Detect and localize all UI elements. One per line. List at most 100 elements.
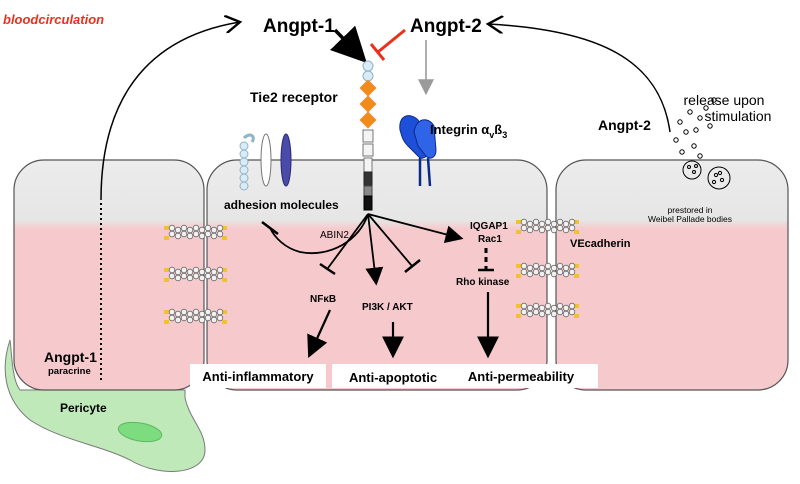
cadherin-anchor: [222, 320, 227, 324]
label-anti-permeability: Anti-permeability: [468, 369, 575, 384]
label-angpt1-left: Angpt-1: [44, 349, 97, 365]
label-bloodcirculation: bloodcirculation: [3, 12, 104, 27]
integrin-sub-v: v: [489, 130, 494, 140]
cadherin-domain: [204, 266, 212, 274]
cadherin-domain: [562, 264, 570, 272]
vecadherin-junction-icon: [516, 262, 579, 278]
integrin-beta: ß: [494, 122, 502, 137]
cadherin-domain: [192, 272, 200, 280]
label-anti-apoptotic: Anti-apoptotic: [349, 370, 437, 385]
cadherin-domain: [168, 314, 176, 322]
cadherin-domain: [198, 232, 206, 240]
cadherin-domain: [526, 264, 534, 272]
cadherin-domain: [532, 268, 540, 276]
cadherin-domain: [538, 226, 546, 234]
endothelial-cell-center: [206, 159, 548, 391]
label-pi3k-akt: PI3K / AKT: [362, 302, 413, 313]
cadherin-domain: [192, 266, 200, 274]
cadherin-domain: [186, 316, 194, 324]
cadherin-domain: [168, 266, 176, 274]
cadherin-domain: [568, 308, 576, 316]
cadherin-anchor: [574, 264, 579, 268]
cadherin-domain: [198, 226, 206, 234]
label-abin2: ABIN2: [320, 230, 349, 241]
cadherin-anchor: [164, 268, 169, 272]
cadherin-domain: [544, 224, 552, 232]
cadherin-domain: [210, 232, 218, 240]
cadherin-domain: [204, 314, 212, 322]
cadherin-domain: [174, 310, 182, 318]
cadherin-domain: [562, 270, 570, 278]
vecadherin-junction-icon: [164, 308, 227, 324]
vecadherin-junction-icon: [164, 266, 227, 282]
cadherin-domain: [168, 230, 176, 238]
cadherin-domain: [210, 310, 218, 318]
cadherin-domain: [198, 316, 206, 324]
cadherin-domain: [526, 270, 534, 278]
cadherin-domain: [562, 310, 570, 318]
cadherin-anchor: [574, 220, 579, 224]
cadherin-domain: [168, 224, 176, 232]
angpt2-inhibition-line: [377, 28, 406, 54]
cadherin-domain: [538, 270, 546, 278]
label-rac1: Rac1: [478, 234, 502, 245]
cadherin-domain: [526, 226, 534, 234]
cadherin-domain: [532, 262, 540, 270]
pericyte: [4, 339, 206, 472]
cadherin-domain: [520, 268, 528, 276]
vecadherin-junction-icon: [516, 302, 579, 318]
cadherin-domain: [180, 314, 188, 322]
cadherin-domain: [526, 220, 534, 228]
label-prestored-line2: Weibel Pallade bodies: [648, 214, 732, 224]
cadherin-domain: [180, 266, 188, 274]
label-release-line1: release upon: [684, 92, 765, 108]
vecadherin-junction-icon: [516, 218, 579, 234]
cadherin-anchor: [516, 220, 521, 224]
endothelial-cell-right: [555, 159, 789, 391]
cadherin-domain: [556, 268, 564, 276]
vecadherin-junctions: [164, 218, 579, 324]
cadherin-domain: [192, 314, 200, 322]
cadherin-anchor: [222, 268, 227, 272]
cadherin-domain: [556, 218, 564, 226]
cadherin-domain: [544, 302, 552, 310]
cadherin-domain: [544, 262, 552, 270]
cadherin-domain: [520, 302, 528, 310]
cadherin-domain: [168, 308, 176, 316]
cadherin-domain: [204, 224, 212, 232]
angpt2-inhibition-bar: [369, 43, 386, 61]
cadherin-domain: [168, 272, 176, 280]
cadherin-domain: [538, 220, 546, 228]
adhesion-molecule-icons: [239, 133, 292, 191]
cadherin-domain: [180, 272, 188, 280]
cadherin-domain: [568, 262, 576, 270]
outcome-box-anti-apoptotic: [332, 364, 454, 388]
label-prestored-line1: prestored in: [668, 205, 713, 215]
cadherin-domain: [544, 308, 552, 316]
bloodcirculation-arrow: [100, 22, 240, 201]
cadherin-domain: [520, 262, 528, 270]
cadherin-domain: [216, 230, 224, 238]
cadherin-domain: [216, 314, 224, 322]
tie2-receptor: [359, 60, 377, 211]
cadherin-domain: [198, 274, 206, 282]
cadherin-anchor: [516, 230, 521, 234]
cadherin-domain: [216, 272, 224, 280]
cadherin-domain: [186, 268, 194, 276]
cadherin-anchor: [222, 278, 227, 282]
label-paracrine: paracrine: [48, 366, 91, 377]
cadherin-domain: [562, 304, 570, 312]
cadherin-domain: [550, 220, 558, 228]
cadherin-anchor: [574, 274, 579, 278]
cadherin-anchor: [516, 304, 521, 308]
cadherin-domain: [550, 304, 558, 312]
cadherin-domain: [174, 232, 182, 240]
integrin-main: Integrin α: [430, 122, 489, 137]
cadherin-domain: [198, 268, 206, 276]
endothelial-cell-left: [13, 159, 205, 391]
cadherin-domain: [180, 308, 188, 316]
cadherin-anchor: [574, 230, 579, 234]
cadherin-anchor: [516, 274, 521, 278]
cadherin-anchor: [222, 310, 227, 314]
